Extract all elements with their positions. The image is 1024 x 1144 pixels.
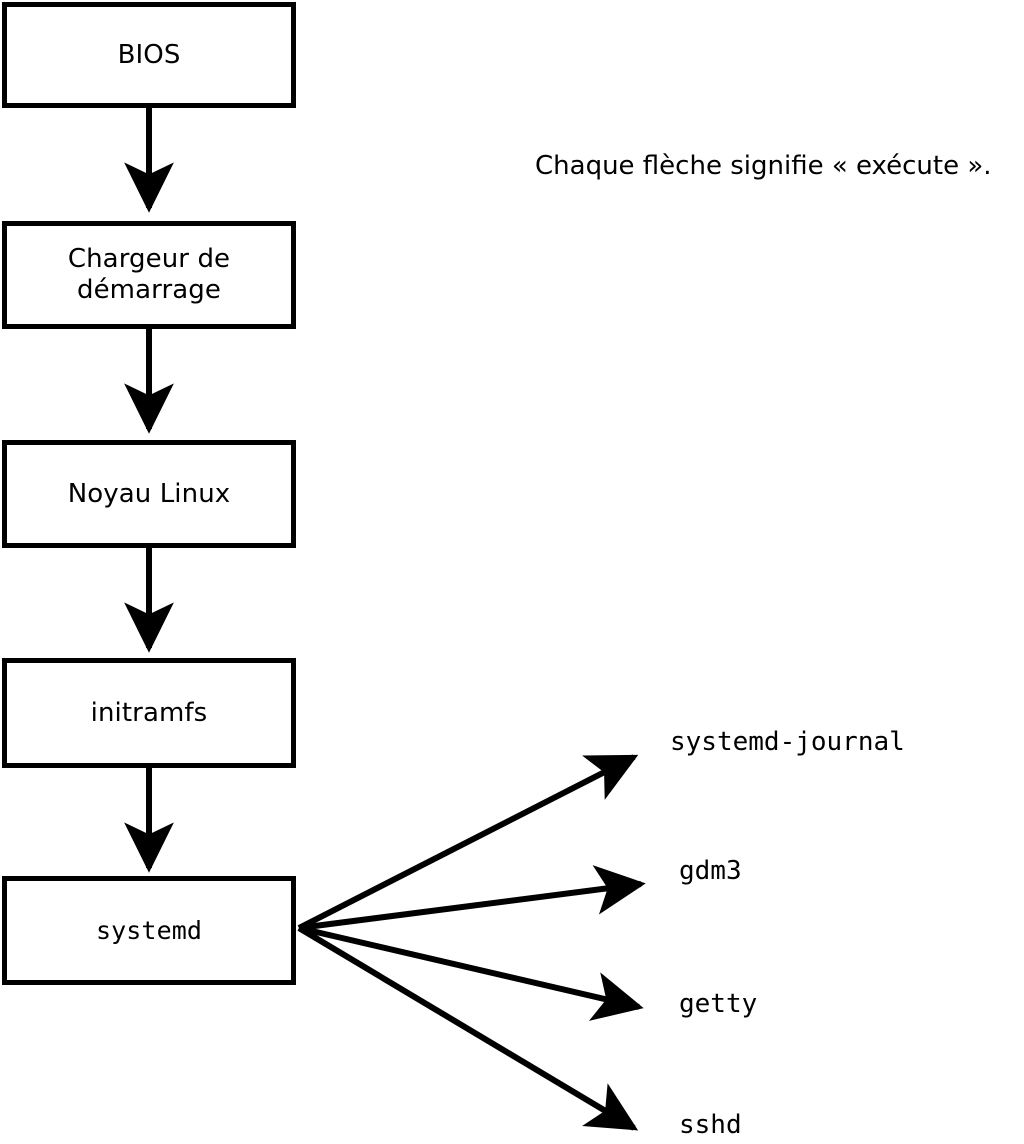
service-label-getty[interactable]: getty [679,991,757,1017]
service-label-sshd[interactable]: sshd [679,1112,742,1138]
stage-box-bios[interactable]: BIOS [2,2,296,108]
stage-label-kernel: Noyau Linux [67,478,231,509]
stage-box-bootloader[interactable]: Chargeur de démarrage [2,221,296,329]
stage-label-systemd: systemd [95,915,203,945]
arrow-systemd-to-getty [298,925,644,1021]
stage-label-bios: BIOS [117,39,181,70]
stage-box-systemd[interactable]: systemd [2,876,296,985]
stage-box-kernel[interactable]: Noyau Linux [2,440,296,548]
stage-label-initramfs: initramfs [90,697,208,728]
service-text-sshd: sshd [679,1110,742,1140]
service-label-systemd-journal[interactable]: systemd-journal [670,729,905,755]
arrow-meaning-text: Chaque flèche signifie « exécute ». [535,151,992,181]
arrow-systemd-to-gdm3 [298,865,646,931]
service-text-gdm3: gdm3 [679,856,742,886]
stage-label-bootloader: Chargeur de démarrage [67,244,231,305]
arrow-systemd-to-systemd-journal [297,754,639,931]
arrow-meaning-annotation: Chaque flèche signifie « exécute ». [535,153,992,179]
arrow-systemd-to-sshd [297,925,639,1131]
service-text-getty: getty [679,989,758,1019]
stage-box-initramfs[interactable]: initramfs [2,658,296,768]
service-text-systemd-journal: systemd-journal [670,727,905,757]
service-label-gdm3[interactable]: gdm3 [679,858,742,884]
